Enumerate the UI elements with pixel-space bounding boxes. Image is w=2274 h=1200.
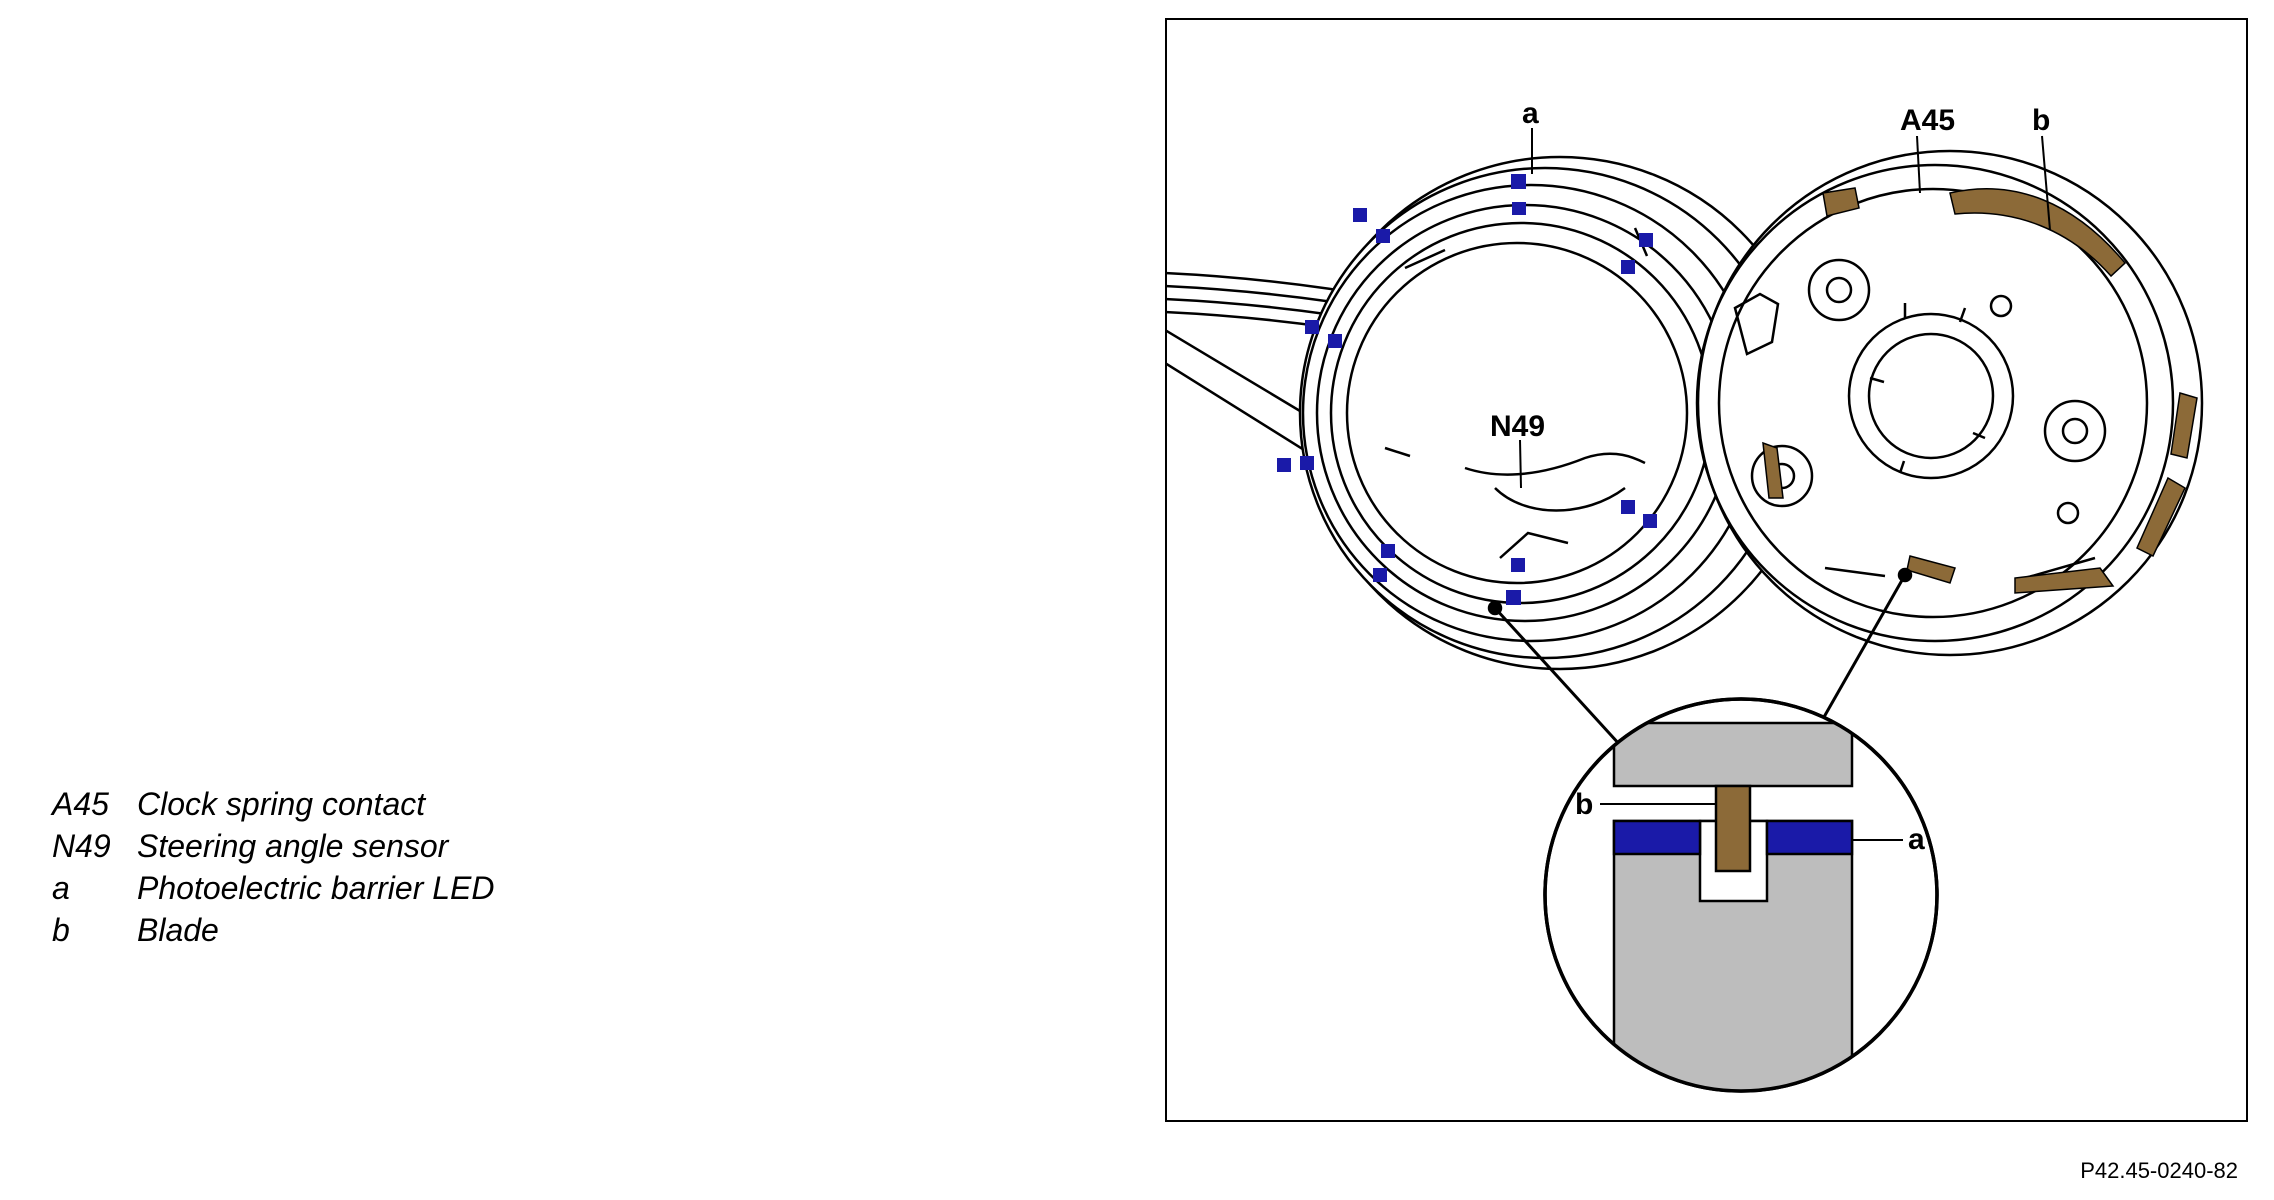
legend-description: Photoelectric barrier LED	[137, 870, 495, 906]
legend-item-b: b Blade	[52, 909, 494, 951]
label-b-detail: b	[1575, 788, 1593, 821]
legend-code: A45	[52, 786, 109, 822]
legend-item-a45: A45 Clock spring contact	[52, 783, 494, 825]
blade-markers	[1762, 187, 2198, 594]
legend-code: b	[52, 912, 70, 948]
legend-code: a	[52, 870, 70, 906]
detail-callout	[1487, 567, 1913, 747]
label-n49: N49	[1490, 410, 1545, 443]
legend-description: Clock spring contact	[137, 786, 426, 822]
legend-code: N49	[52, 828, 111, 864]
label-a-top: a	[1522, 97, 1539, 130]
label-a-detail: a	[1908, 823, 1925, 856]
label-a45: A45	[1900, 104, 1955, 137]
legend-item-n49: N49 Steering angle sensor	[52, 825, 494, 867]
detail-view	[1543, 697, 1939, 1093]
figure-reference-code: P42.45-0240-82	[2080, 1158, 2238, 1183]
label-b-top: b	[2032, 104, 2050, 137]
legend-item-a: a Photoelectric barrier LED	[52, 867, 494, 909]
technical-diagram: a A45 b N49 b a	[1165, 18, 2248, 1122]
label-leaders	[1519, 128, 2051, 489]
figure-frame	[1165, 18, 2248, 1122]
led-markers	[1277, 174, 1657, 605]
legend-description: Steering angle sensor	[137, 828, 449, 864]
legend: A45 Clock spring contact N49 Steering an…	[52, 783, 494, 951]
clock-spring	[1695, 149, 2204, 657]
steering-angle-sensor	[1298, 155, 1818, 671]
legend-description: Blade	[137, 912, 219, 948]
